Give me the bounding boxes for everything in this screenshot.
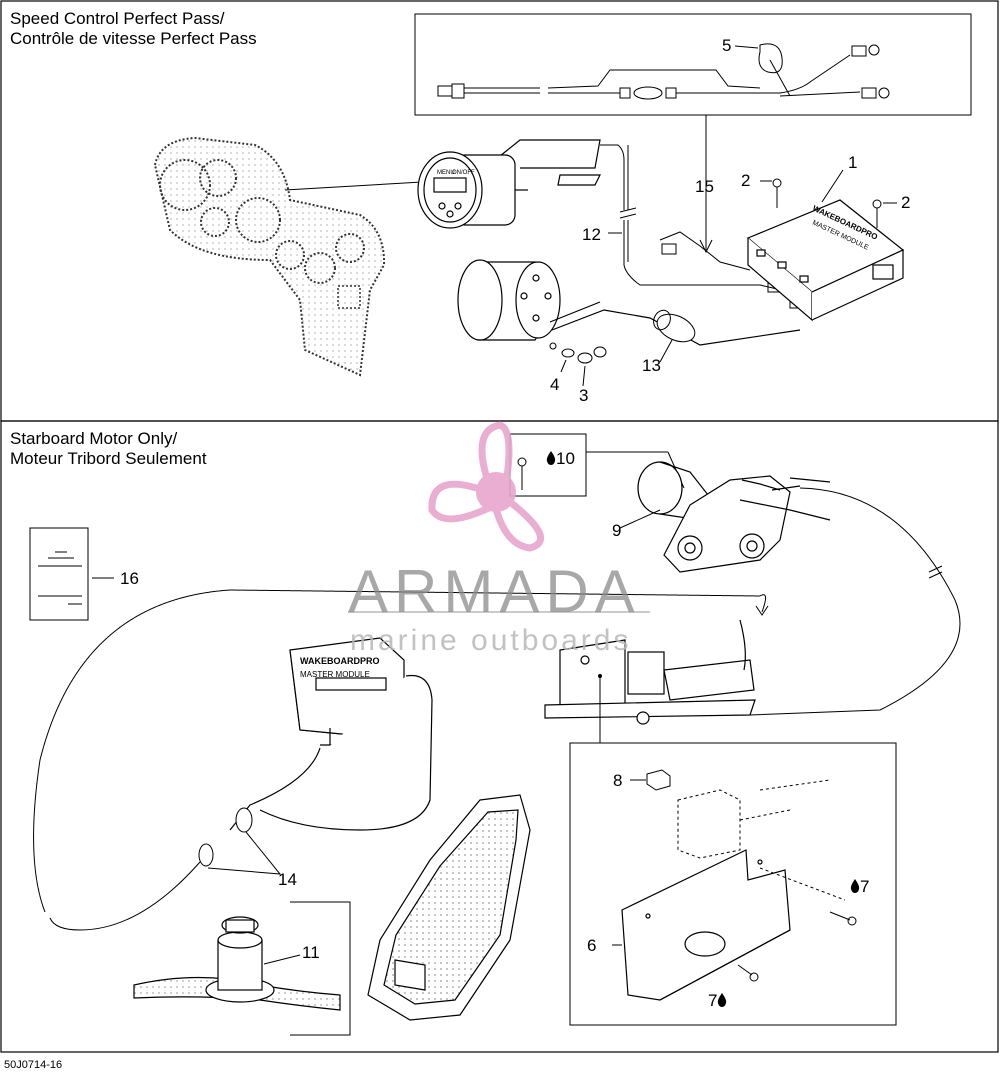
top-title-line2: Contrôle de vitesse Perfect Pass [10,29,257,48]
callout-13: 13 [642,356,661,375]
module-outline-inset [677,779,831,859]
tach-gauge [457,259,801,346]
watermark-name: ARMADA [348,558,641,625]
mounting-bracket-assembly [544,619,756,725]
screw-10 [517,457,527,490]
drop-icon [850,879,860,893]
manual-16 [29,527,89,621]
callout-12: 12 [582,225,601,244]
callout-2-right: 2 [901,193,911,212]
watermark-tagline: marine outboards [350,624,632,657]
callout-11: 11 [302,943,320,962]
callout-7-top-number: 7 [860,877,870,896]
top-title-line1: Speed Control Perfect Pass/ [10,9,225,28]
harness-inset-box [414,13,972,116]
screws-7 [737,911,857,982]
bottom-section-title: Starboard Motor Only/ Moteur Tribord Seu… [10,429,207,469]
callout-7-bottom-number: 7 [708,991,718,1010]
bottom-title-line2: Moteur Tribord Seulement [10,449,207,468]
thru-hull-fitting [133,916,341,1011]
bottom-module-brand: WAKEBOARDPRO [300,656,380,666]
throttle-assembly [637,461,831,573]
callout-16: 16 [120,569,139,588]
figure-code: 50J0714-16 [4,1059,63,1071]
callout-10: 10 [546,450,575,468]
callout-5: 5 [722,36,732,55]
drop-icon [546,451,556,465]
drop-icon [718,993,727,1007]
hull-illustration [367,794,531,1021]
gauge-menu-label: MENU [437,170,455,176]
watermark-propeller-logo [428,421,544,552]
bottom-section-frame [0,420,999,1053]
inline-filter [653,309,696,343]
callout-10-number: 10 [556,449,575,468]
propeller-blade-left [428,480,500,523]
master-module-top [746,199,905,322]
screws-2 [772,178,882,228]
callout-7-top: 7 [850,878,869,896]
master-module-bottom [229,637,433,831]
top-section-title: Speed Control Perfect Pass/ Contrôle de … [10,9,257,49]
propeller-blade-right [491,493,544,552]
callout-3: 3 [579,386,589,405]
callout-4: 4 [550,375,560,394]
bottom-title-line1: Starboard Motor Only/ [10,429,178,448]
connectors-14 [198,807,253,867]
callout-1: 1 [848,153,858,172]
bracket-6 [621,849,791,1001]
callout-15: 15 [695,177,714,196]
propeller-blade-top [478,421,513,494]
bracket-inset-box [569,742,897,1026]
callout-7-bottom: 7 [708,992,727,1010]
dashboard-panel [153,136,386,377]
callout-6: 6 [587,936,597,955]
gauge-onoff-label: ON/OFF [452,170,475,176]
propeller-hub [476,472,516,512]
spacer-8 [646,769,671,791]
callout-8: 8 [613,771,623,790]
bottom-module-name: MASTER MODULE [300,670,370,679]
callout-9: 9 [612,521,622,540]
washers-nuts [549,342,607,364]
harness-drawing [437,43,890,100]
callout-14: 14 [278,870,297,889]
callout-2-left: 2 [741,171,751,190]
speed-gauge [417,139,601,229]
